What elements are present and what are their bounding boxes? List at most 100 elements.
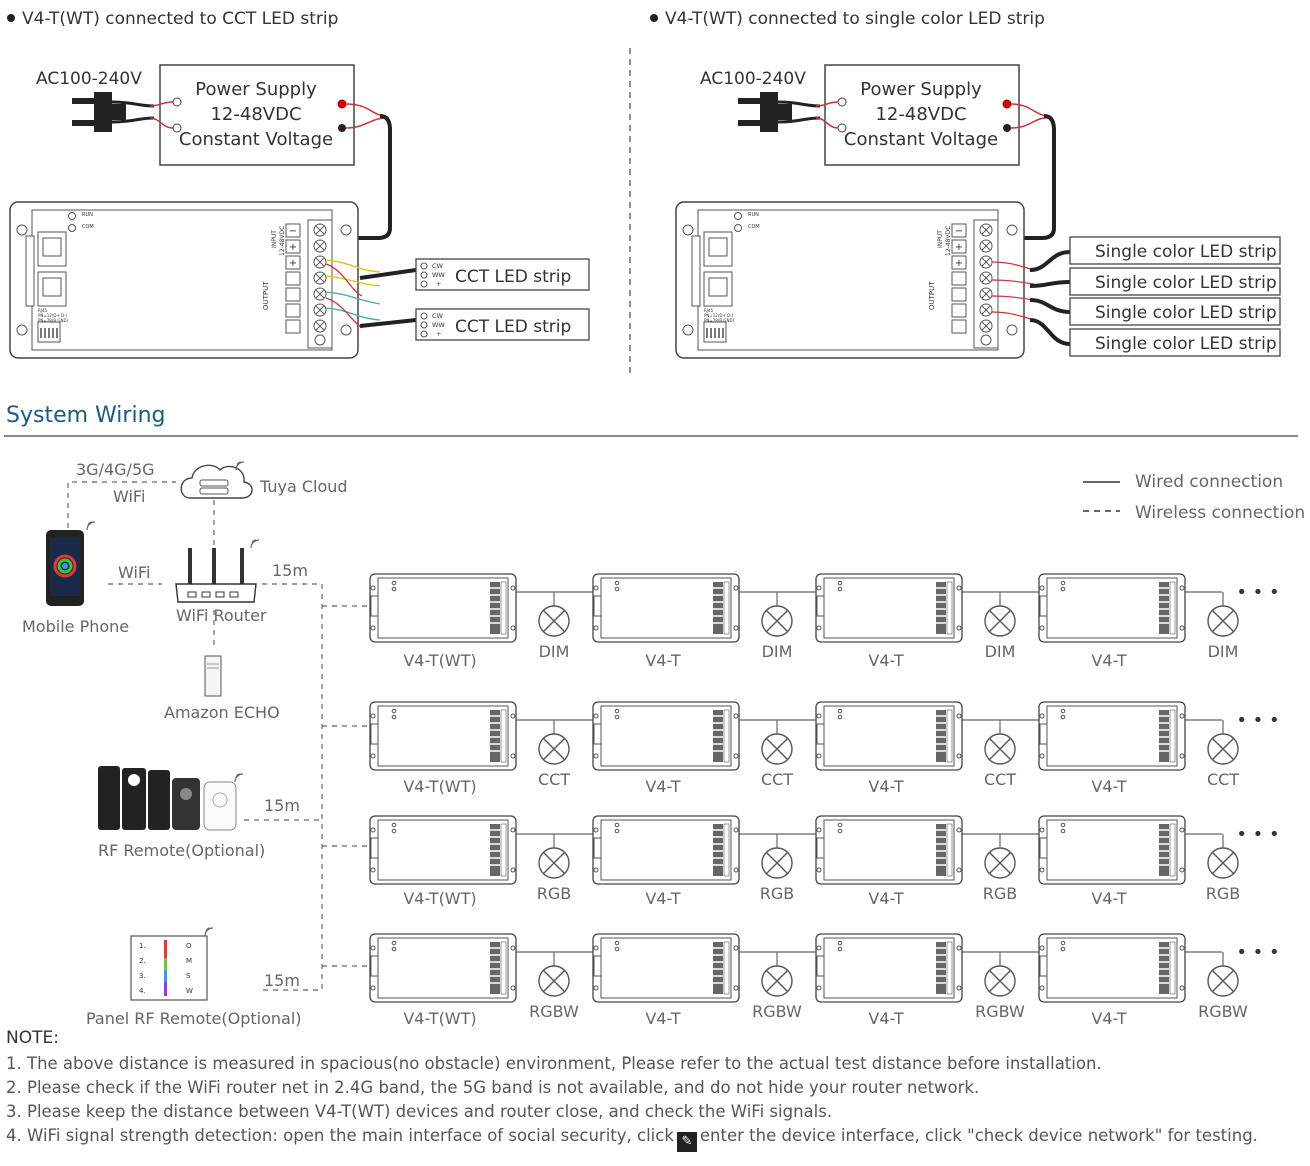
load-label: CCT [984, 770, 1016, 789]
load-label: RGB [983, 884, 1018, 903]
panel-row-1: 1. [139, 942, 146, 950]
lamp-icon [1207, 733, 1239, 765]
power-supply-right [824, 64, 1020, 166]
controller-unit [1038, 815, 1186, 885]
ac-label-right: AC100-240V [700, 69, 806, 89]
dist-rf: 15m [264, 796, 300, 815]
cct-strip-2 [415, 308, 590, 341]
device-label: V4-T [868, 777, 903, 796]
ac-label-left: AC100-240V [36, 69, 142, 89]
pin-cw-1: CW [432, 262, 444, 270]
edit-icon: ✎ [676, 1132, 697, 1152]
signal-icon [235, 461, 245, 471]
lamp-icon [538, 605, 570, 637]
note-4-pre: 4. WiFi signal strength detection: open … [6, 1126, 674, 1145]
power-cable [330, 114, 392, 240]
output-label: OUTPUT [262, 281, 270, 310]
lamp-icon [984, 965, 1016, 997]
device-label: V4-T(WT) [403, 889, 476, 908]
power-supply-left [159, 64, 355, 166]
lamp-icon [761, 733, 793, 765]
more-dots: • • • [1236, 824, 1279, 845]
com-label: COM [82, 224, 94, 230]
pin-ww-1: WW [432, 271, 445, 279]
controller-unit [369, 815, 517, 885]
note-1: 1. The above distance is measured in spa… [6, 1054, 1102, 1073]
device-label: V4-T(WT) [403, 777, 476, 796]
more-dots: • • • [1236, 582, 1279, 603]
pinout2: PN=78(B GND) [38, 318, 69, 323]
legend-wireless: Wireless connection [1135, 503, 1305, 523]
output-label-r: OUTPUT [928, 281, 936, 310]
load-label: RGBW [1198, 1002, 1248, 1021]
controller-unit [369, 573, 517, 643]
lamp-icon [1207, 965, 1239, 997]
controller-unit [592, 573, 740, 643]
load-label: RGBW [752, 1002, 802, 1021]
note-3: 3. Please keep the distance between V4-T… [6, 1102, 833, 1121]
device-label: V4-T [868, 889, 903, 908]
controller-unit [1038, 933, 1186, 1003]
run-label-r: RUN [748, 212, 759, 218]
dist-panel: 15m [264, 971, 300, 990]
legend: Wired connection Wireless connection [1083, 472, 1305, 523]
psu-line2-r: 12-48VDC [875, 104, 966, 125]
pinout1-r: PN=12(D+ D-) [704, 313, 734, 318]
device-label: V4-T [1091, 651, 1126, 670]
device-label: V4-T [868, 1009, 903, 1028]
panel-row-2: 2. [139, 957, 146, 965]
load-label: DIM [539, 642, 570, 661]
cloud-label: Tuya Cloud [259, 477, 348, 496]
top-left-heading: V4-T(WT) connected to CCT LED strip [22, 9, 338, 29]
device-label: V4-T(WT) [403, 651, 476, 670]
rf-remote-icon [98, 766, 237, 831]
lamp-icon [1207, 847, 1239, 879]
lamp-icon [538, 847, 570, 879]
device-label: V4-T [1091, 1009, 1126, 1028]
controller-right [675, 201, 1025, 359]
wifi-label-top: WiFi [113, 487, 145, 506]
note-4-post: enter the device interface, click "check… [699, 1126, 1258, 1145]
controller-unit [1038, 701, 1186, 771]
input-voltage-r: 12-48VDC [945, 226, 952, 256]
panel-label: Panel RF Remote(Optional) [86, 1009, 302, 1028]
device-label: V4-T [868, 651, 903, 670]
device-label: V4-T [1091, 889, 1126, 908]
more-dots: • • • [1236, 942, 1279, 963]
dist-router: 15m [272, 561, 308, 580]
input-voltage: 12-48VDC [279, 226, 286, 256]
controller-left [9, 201, 359, 359]
controller-unit [1038, 573, 1186, 643]
legend-wired: Wired connection [1135, 472, 1283, 492]
controller-unit [369, 933, 517, 1003]
device-label: V4-T [645, 777, 680, 796]
single-strip-1 [1069, 236, 1281, 265]
lamp-icon [538, 733, 570, 765]
echo-icon [204, 655, 222, 697]
controller-unit [592, 933, 740, 1003]
plug-icon [736, 90, 822, 134]
load-label: CCT [538, 770, 570, 789]
lamp-icon [761, 965, 793, 997]
top-right-heading: V4-T(WT) connected to single color LED s… [665, 9, 1045, 29]
single-strip-4 [1069, 328, 1281, 357]
load-label: RGB [760, 884, 795, 903]
com-label-r: COM [748, 224, 760, 230]
phone-icon [46, 530, 84, 606]
cct-strip-label-2: CCT LED strip [455, 317, 571, 337]
rj45-label: RJ45 [38, 308, 48, 313]
bullet-icon [650, 14, 658, 22]
pinout2-r: PN=78(B GND) [704, 318, 735, 323]
lamp-icon [761, 847, 793, 879]
load-label: CCT [761, 770, 793, 789]
load-label: RGBW [975, 1002, 1025, 1021]
pin-plus-2: + [436, 330, 441, 338]
single-strip-label-1: Single color LED strip [1095, 242, 1277, 262]
single-strip-3 [1069, 297, 1281, 326]
notes-title: NOTE: [6, 1028, 59, 1048]
plug-icon [70, 90, 156, 134]
top-left-section: V4-T(WT) connected to CCT LED strip AC10… [7, 9, 590, 359]
pin-plus-1: + [436, 280, 441, 288]
